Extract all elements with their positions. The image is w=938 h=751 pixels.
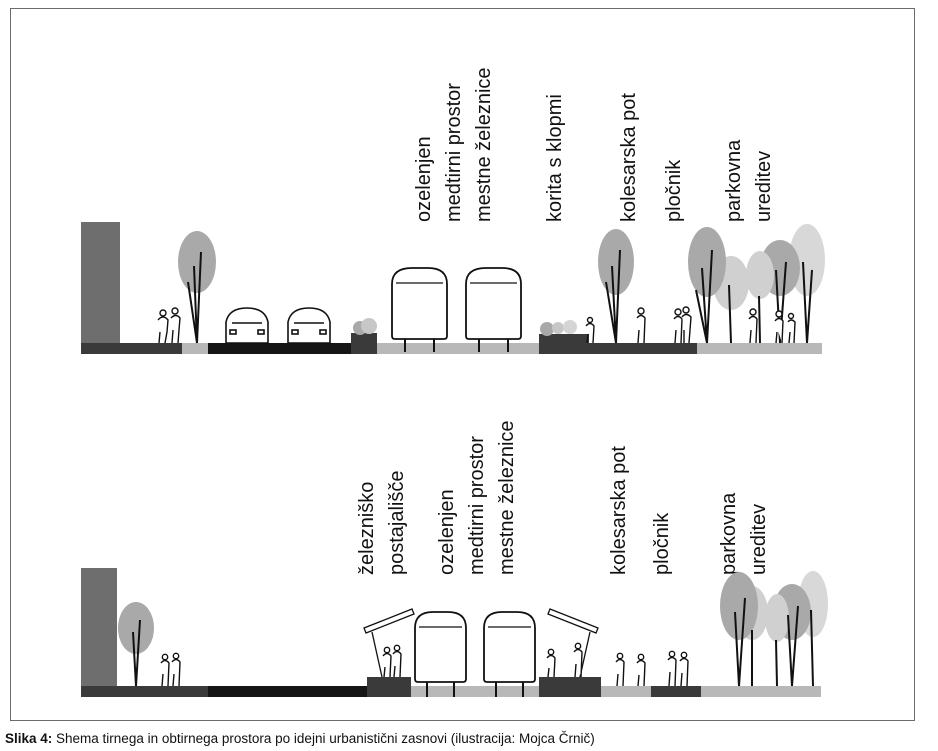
car — [287, 307, 331, 344]
bottom-label-ureditev: ureditev — [748, 504, 770, 575]
park-trees — [688, 224, 825, 344]
figure-frame — [10, 8, 915, 721]
ground-strip — [182, 343, 208, 354]
top-label-parkovna: parkovna — [723, 139, 745, 222]
pedestrians — [748, 308, 796, 344]
shrub — [540, 322, 554, 336]
platform — [367, 677, 411, 697]
top-label-korita-s-klopmi: korita s klopmi — [544, 94, 566, 222]
pedestrians — [160, 652, 181, 687]
bottom-label-ozelenjen: ozelenjen — [436, 489, 458, 575]
bottom-section: železniško postajališče ozelenjen medtir… — [81, 420, 828, 697]
tree — [178, 231, 216, 344]
ground-strip — [81, 686, 208, 697]
ground-strip — [701, 686, 821, 697]
pedestrians — [382, 642, 583, 678]
tram — [414, 611, 467, 697]
station-shelter — [363, 608, 415, 678]
shrub — [361, 318, 377, 334]
pedestrians — [615, 650, 689, 687]
platform — [539, 677, 601, 697]
top-section: ozelenjen medtirni prostor mestne železn… — [81, 67, 825, 354]
tram — [483, 611, 536, 697]
tree — [118, 602, 154, 687]
bottom-label-parkovna: parkovna — [718, 492, 740, 575]
bottom-label-medtirni-prostor: medtirni prostor — [466, 436, 488, 575]
tram — [465, 267, 522, 352]
track-bed — [411, 686, 539, 697]
bottom-labels: železniško postajališče ozelenjen medtir… — [356, 420, 770, 575]
top-labels: ozelenjen medtirni prostor mestne železn… — [413, 67, 775, 222]
park-trees — [720, 571, 828, 687]
top-label-medtirni-prostor: medtirni prostor — [443, 83, 465, 222]
ground-strip — [697, 343, 822, 354]
road-surface — [208, 686, 367, 697]
top-label-ozelenjen: ozelenjen — [413, 136, 435, 222]
ground-strip — [81, 343, 182, 354]
bottom-label-plocnik: pločnik — [651, 512, 673, 575]
shrub — [552, 322, 564, 334]
top-label-mestne-zeleznice: mestne železnice — [473, 67, 495, 222]
building — [81, 568, 117, 687]
planter-block — [539, 334, 589, 354]
track-bed — [377, 343, 539, 354]
top-label-plocnik: pločnik — [663, 159, 685, 222]
building — [81, 222, 120, 344]
bottom-label-kolesarska-pot: kolesarska pot — [608, 446, 630, 575]
tree — [598, 229, 634, 344]
shrub — [563, 320, 577, 334]
bottom-label-zelezniško: železniško — [356, 482, 378, 575]
ground-strip — [601, 686, 651, 697]
figure-caption: Slika 4: Shema tirnega in obtirnega pros… — [5, 731, 595, 746]
bottom-label-mestne-zeleznice: mestne železnice — [496, 420, 518, 575]
caption-prefix: Slika 4: — [5, 731, 53, 746]
ground-strip — [589, 343, 697, 354]
top-label-kolesarska-pot: kolesarska pot — [618, 93, 640, 222]
road-surface — [208, 343, 351, 354]
pedestrians — [157, 307, 181, 344]
bottom-label-postajalisce: postajališče — [386, 470, 408, 575]
caption-text: Shema tirnega in obtirnega prostora po i… — [52, 731, 595, 746]
top-label-ureditev: ureditev — [753, 151, 775, 222]
planter-block — [351, 333, 377, 354]
car — [225, 307, 269, 344]
station-shelter — [547, 608, 599, 678]
tram — [391, 267, 448, 352]
ground-strip — [651, 686, 701, 697]
pedestrians — [585, 306, 692, 344]
